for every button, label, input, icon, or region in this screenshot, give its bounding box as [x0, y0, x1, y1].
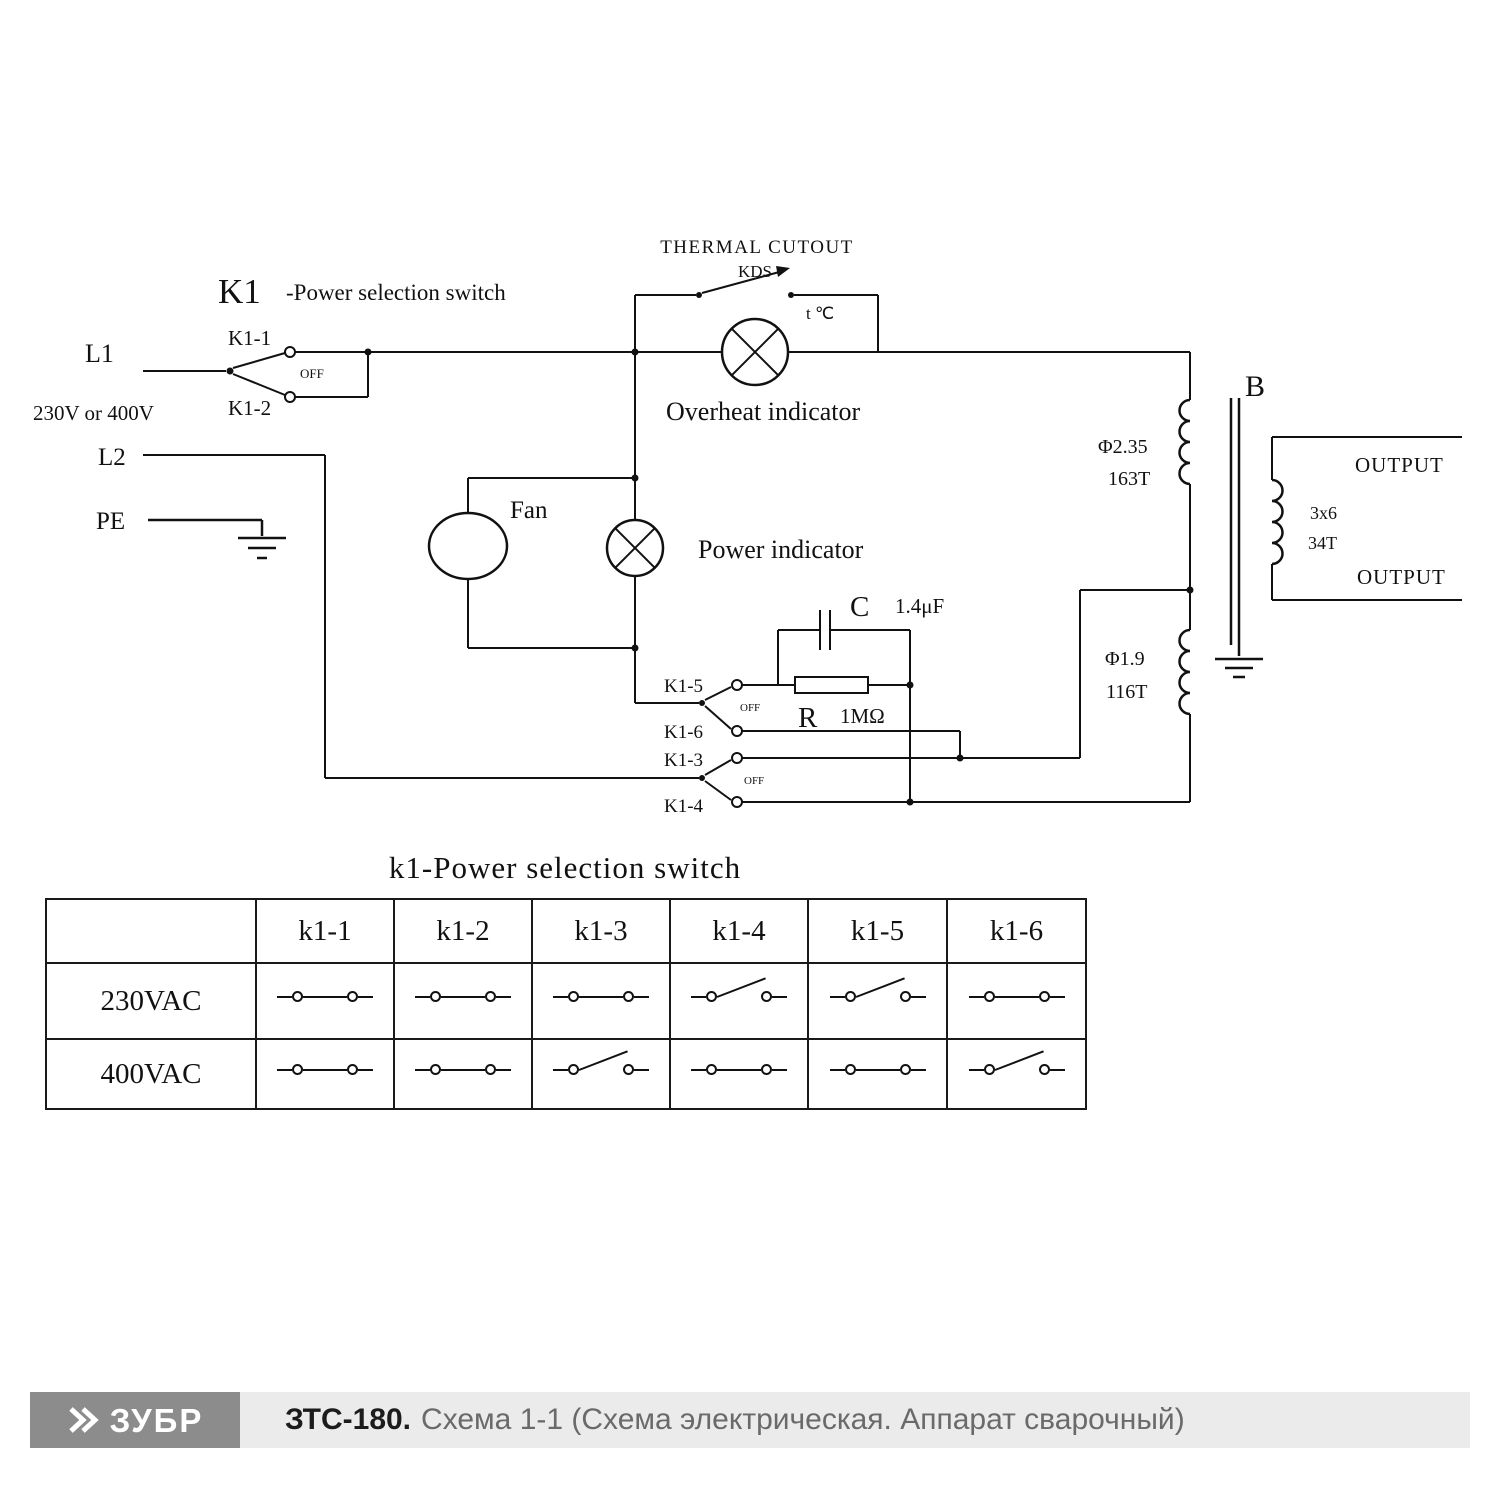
circuit-diagram: THERMAL CUTOUT KDS K1 -Power selection s…	[33, 237, 1462, 817]
zubr-logo: ЗУБР	[30, 1392, 240, 1448]
column-header-k1-4: k1-4	[669, 898, 809, 964]
row-label-400vac: 400VAC	[45, 1038, 257, 1110]
corner-cell	[45, 898, 257, 964]
table-row-230vac: 230VAC	[45, 962, 1087, 1040]
thermal-temp-label: t ℃	[806, 304, 834, 323]
rc-snubber	[742, 610, 914, 806]
k1-5-6-switch	[635, 679, 743, 737]
caption-text: Схема 1-1 (Схема электрическая. Аппарат …	[421, 1403, 1185, 1436]
k1-5-label: K1-5	[664, 676, 703, 697]
primary1-wire-label: Φ2.35	[1098, 436, 1148, 458]
secondary-turns-label: 34T	[1308, 533, 1337, 553]
switch-symbol	[415, 1055, 511, 1085]
switch-state-cell	[393, 962, 533, 1040]
resistor-value: 1MΩ	[840, 704, 885, 728]
primary2-wire-label: Φ1.9	[1105, 648, 1145, 670]
k1-6-label: K1-6	[664, 722, 703, 743]
footer: ЗУБР ЗТС-180. Схема 1-1 (Схема электричес…	[30, 1392, 1470, 1448]
output-bottom-label: OUTPUT	[1357, 565, 1446, 589]
ground-symbol-pe	[148, 518, 286, 560]
switch-state-cell	[807, 1038, 948, 1110]
ground-symbol-core	[1215, 657, 1263, 679]
off-top-label: OFF	[300, 366, 324, 381]
switch-state-cell	[531, 1038, 671, 1110]
column-header-k1-2: k1-2	[393, 898, 533, 964]
k1-3-4-switch	[325, 752, 1190, 808]
switch-symbol	[829, 1055, 926, 1085]
fan-motor	[427, 474, 639, 652]
power-indicator-lamp	[605, 352, 665, 703]
switch-state-cell	[807, 962, 948, 1040]
power-indicator-label: Power indicator	[698, 535, 864, 564]
zubr-logo-icon	[67, 1405, 101, 1435]
switch-state-cell	[393, 1038, 533, 1110]
pe-label: PE	[96, 508, 125, 535]
l2-label: L2	[98, 444, 126, 471]
column-header-k1-6: k1-6	[946, 898, 1087, 964]
column-header-k1-1: k1-1	[255, 898, 395, 964]
switch-symbol	[691, 977, 787, 1012]
kds-label: KDS	[738, 262, 772, 281]
zubr-logo-text: ЗУБР	[109, 1401, 204, 1439]
switch-symbol	[415, 982, 511, 1012]
switch-state-cell	[946, 962, 1087, 1040]
table-header-row: k1-1 k1-2 k1-3 k1-4 k1-5 k1-6	[45, 898, 1087, 964]
l2-wire	[143, 454, 326, 778]
voltage-label: 230V or 400V	[33, 401, 154, 425]
switch-symbol	[829, 977, 926, 1012]
switch-state-cell	[255, 962, 395, 1040]
overheat-indicator-label: Overheat indicator	[666, 397, 861, 426]
switch-symbol	[968, 982, 1065, 1012]
l1-label: L1	[85, 339, 114, 368]
resistor-label: R	[798, 702, 818, 734]
tap-wiring	[742, 586, 1194, 762]
switch-symbol	[553, 1050, 649, 1085]
thermal-cutout-switch	[634, 266, 879, 352]
table-row-400vac: 400VAC	[45, 1038, 1087, 1110]
switch-table: k1-1 k1-2 k1-3 k1-4 k1-5 k1-6 230VAC 400…	[45, 898, 1087, 1110]
secondary-wire-label: 3x6	[1310, 503, 1337, 523]
off-bottom-label: OFF	[744, 775, 764, 787]
primary2-turns-label: 116T	[1106, 681, 1147, 703]
switch-state-cell	[669, 962, 809, 1040]
switch-symbol	[691, 1055, 787, 1085]
capacitor-value: 1.4μF	[895, 594, 944, 618]
output-top-label: OUTPUT	[1355, 453, 1444, 477]
switch-symbol	[277, 1055, 373, 1085]
k1-4-label: K1-4	[664, 796, 704, 817]
overheat-indicator-lamp	[631, 317, 1190, 387]
footer-caption: ЗТС-180. Схема 1-1 (Схема электрическая. …	[285, 1403, 1185, 1437]
thermal-cutout-label: THERMAL CUTOUT	[660, 237, 854, 258]
switch-symbol	[553, 982, 649, 1012]
table-title: k1-Power selection switch	[388, 850, 742, 885]
row-label-230vac: 230VAC	[45, 962, 257, 1040]
column-header-k1-5: k1-5	[807, 898, 948, 964]
switch-state-cell	[255, 1038, 395, 1110]
switch-symbol	[968, 1050, 1065, 1085]
k1-2-label: K1-2	[228, 396, 271, 420]
k1-name: K1	[218, 272, 261, 311]
capacitor-label: C	[850, 591, 869, 623]
fan-label: Fan	[510, 497, 548, 524]
switch-symbol	[277, 982, 373, 1012]
switch-state-cell	[946, 1038, 1087, 1110]
primary1-turns-label: 163T	[1108, 468, 1150, 490]
off-mid-label: OFF	[740, 702, 760, 714]
model-number: ЗТС-180.	[285, 1403, 412, 1436]
k1-desc: -Power selection switch	[286, 280, 506, 305]
transformer	[1178, 352, 1462, 802]
k1-3-label: K1-3	[664, 750, 703, 771]
k1-main-switch	[143, 346, 635, 403]
switch-state-cell	[669, 1038, 809, 1110]
transformer-name: B	[1245, 370, 1265, 403]
switch-state-cell	[531, 962, 671, 1040]
column-header-k1-3: k1-3	[531, 898, 671, 964]
k1-1-label: K1-1	[228, 326, 271, 350]
